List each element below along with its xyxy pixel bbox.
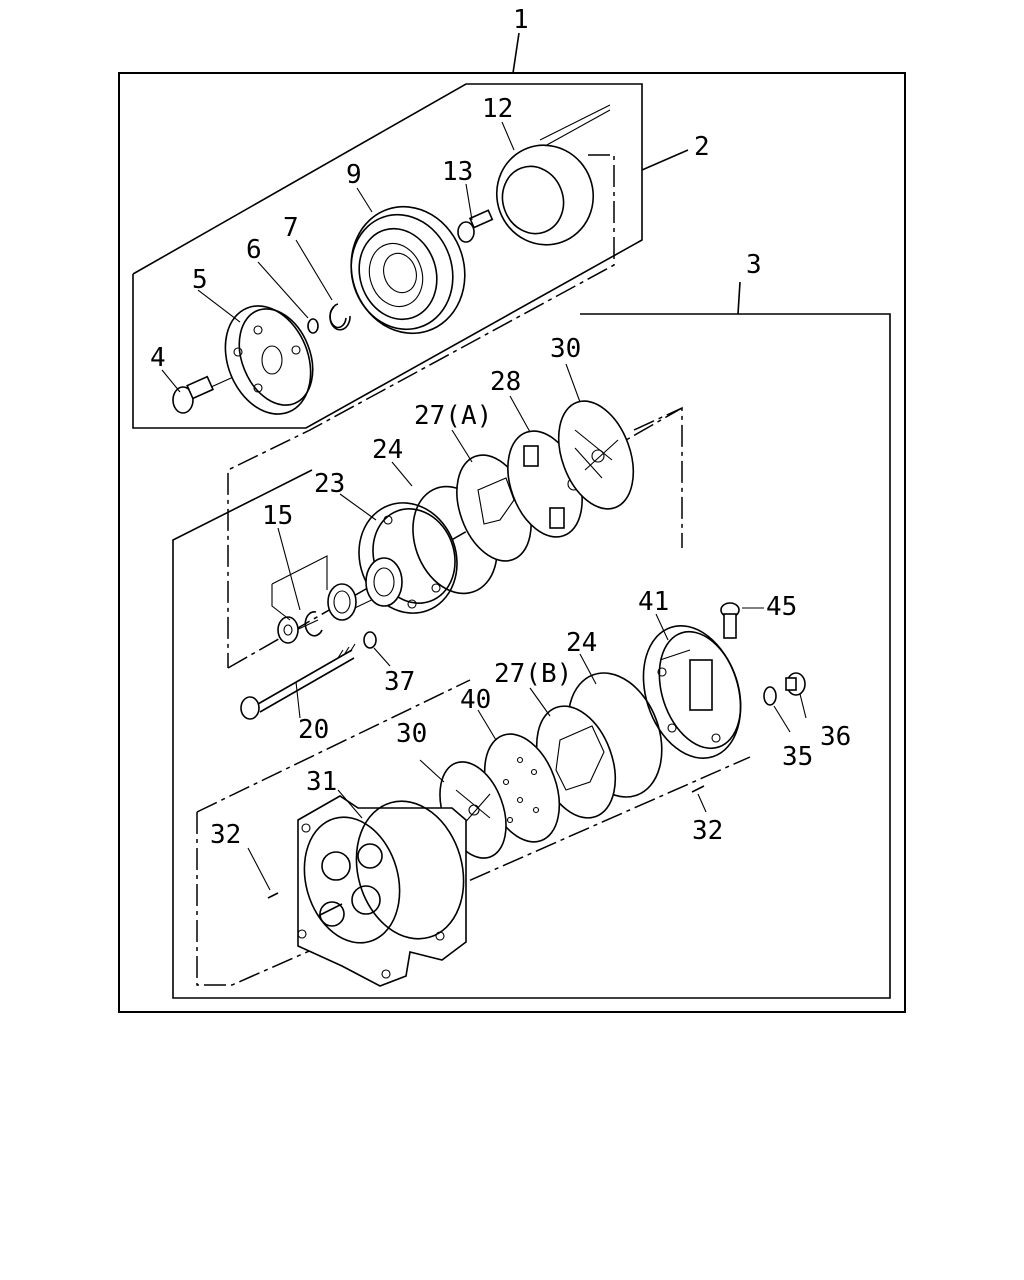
field-coil-12: [495, 104, 611, 246]
callout-2: 2: [694, 132, 710, 162]
callout-27b: 27(B): [494, 659, 572, 689]
pulley-9: [350, 205, 466, 335]
callout-15: 15: [262, 501, 293, 531]
suction-valve-30-upper: [557, 400, 635, 510]
compressor-subassembly-frame-3: [172, 281, 891, 999]
callout-4: 4: [150, 343, 166, 373]
callout-36: 36: [820, 722, 851, 752]
o-ring-37: [363, 631, 377, 649]
callout-23: 23: [314, 469, 345, 499]
cylinder-block-31: [297, 795, 467, 987]
shaft-seal-15: [271, 555, 357, 644]
callout-37: 37: [384, 667, 415, 697]
pin-32-left: [267, 892, 279, 899]
plug-36: [785, 672, 806, 696]
callout-24-upper: 24: [372, 435, 403, 465]
assembly-frame-1: [118, 32, 906, 1013]
o-ring-35: [763, 686, 777, 706]
callout-28: 28: [490, 367, 521, 397]
callout-12: 12: [482, 94, 513, 124]
front-head-23: [358, 502, 458, 614]
shim-6: [307, 318, 319, 334]
fitting-45: [720, 602, 740, 639]
assembly-guide-lines: [196, 154, 751, 986]
callout-32-left: 32: [210, 820, 241, 850]
callout-27a: 27(A): [414, 401, 492, 431]
callout-1: 1: [513, 5, 529, 35]
callout-41: 41: [638, 587, 669, 617]
callout-5: 5: [192, 265, 208, 295]
snap-ring-7: [329, 303, 351, 331]
callout-labels: 1 2 3 4 5 6 7 9 12 13 15 20 23 24 24 27(…: [150, 5, 851, 850]
callout-35: 35: [782, 742, 813, 772]
callout-13: 13: [442, 157, 473, 187]
rear-head-41: [642, 624, 742, 760]
callout-20: 20: [298, 715, 329, 745]
callout-31: 31: [306, 767, 337, 797]
callout-40: 40: [460, 685, 491, 715]
callout-6: 6: [246, 235, 262, 265]
callout-30-upper: 30: [550, 334, 581, 364]
screw-13: [457, 209, 494, 243]
callout-9: 9: [346, 160, 362, 190]
through-bolt-20: [240, 643, 356, 720]
callout-45: 45: [766, 592, 797, 622]
clutch-plate-5: [224, 305, 314, 415]
callout-7: 7: [283, 213, 299, 243]
bolt-4: [172, 375, 215, 414]
callout-3: 3: [746, 250, 762, 280]
pin-32-right: [691, 785, 705, 793]
leader-lines: [161, 121, 807, 891]
clutch-subassembly-frame-2: [132, 83, 689, 429]
callout-24-lower: 24: [566, 628, 597, 658]
callout-30-lower: 30: [396, 719, 427, 749]
callout-32-right: 32: [692, 816, 723, 846]
